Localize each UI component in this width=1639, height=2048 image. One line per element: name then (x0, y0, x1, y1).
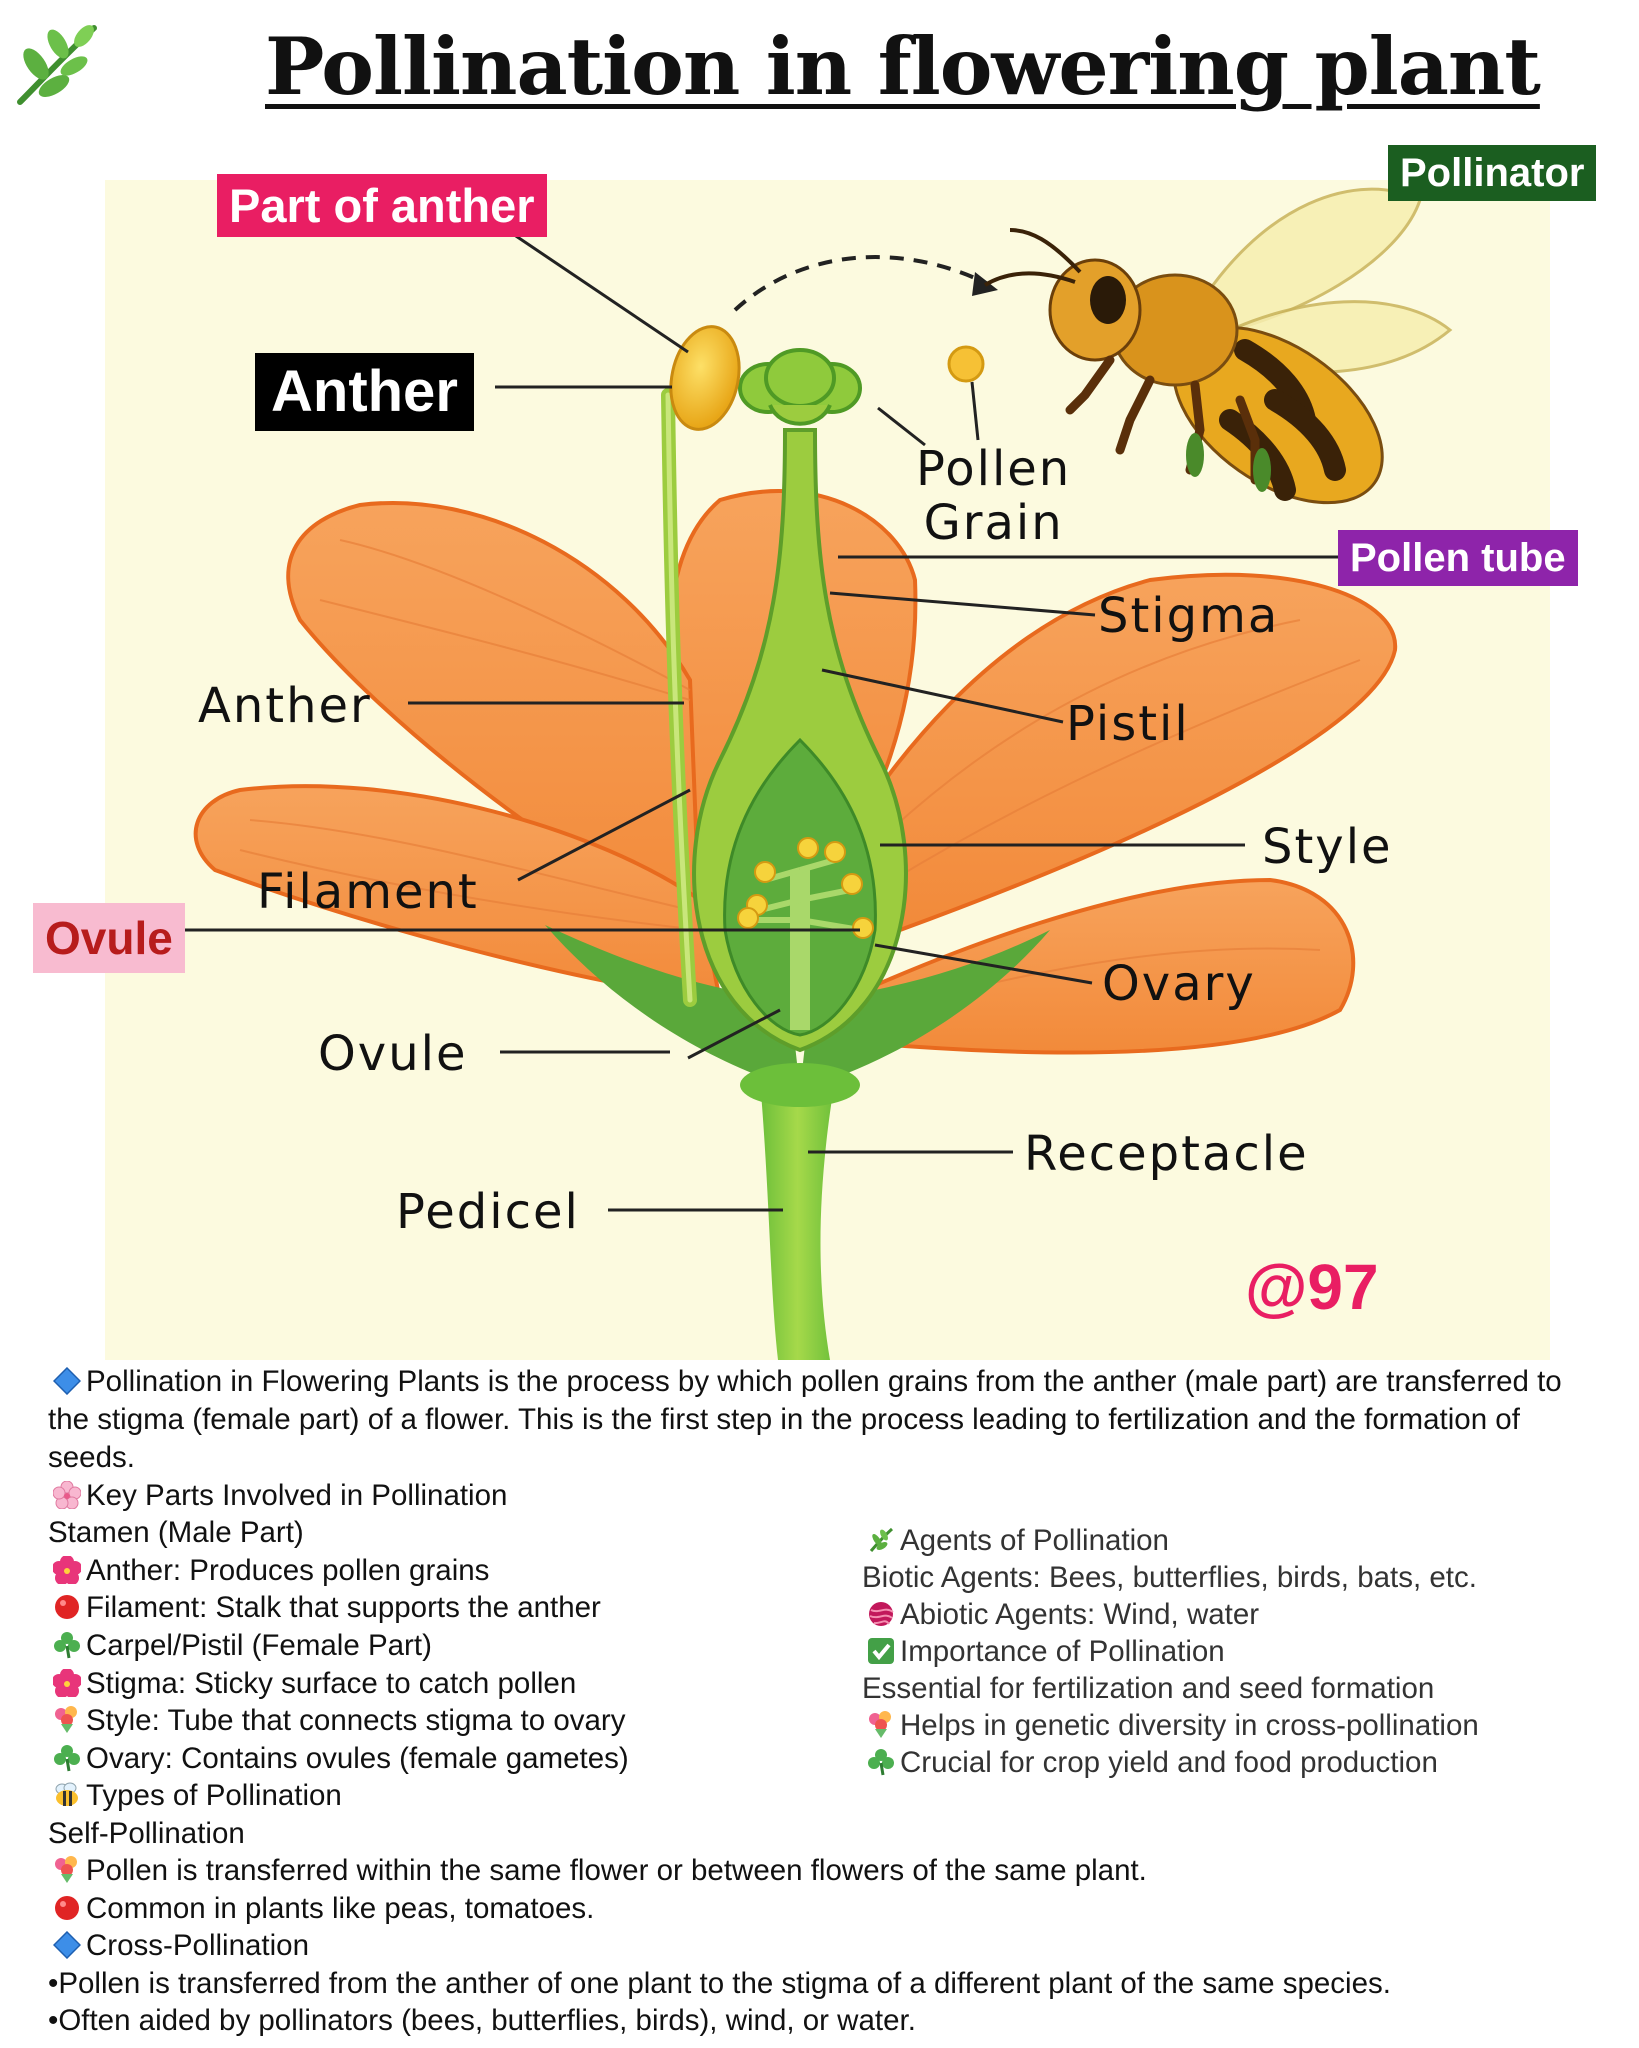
receptacle-shape (740, 1063, 860, 1107)
page-title: Pollination in flowering plant (265, 20, 1541, 113)
yarn-ball-icon (862, 1597, 900, 1632)
shamrock-icon (48, 1628, 86, 1663)
anther-head (669, 325, 741, 431)
bouquet-icon (862, 1708, 900, 1743)
pollen-grain (947, 345, 985, 383)
ovary-label: Ovary (1102, 956, 1256, 1012)
filament-label: Filament (257, 864, 479, 920)
stigma-line: Stigma: Sticky surface to catch pollen (48, 1666, 576, 1701)
self-pollination-line-2: Common in plants like peas, tomatoes. (48, 1891, 594, 1926)
bouquet-icon (48, 1853, 86, 1888)
red-circle-icon (48, 1891, 86, 1926)
pollinator-tag: Pollinator (1388, 145, 1597, 201)
petal-upper-left (286, 500, 703, 934)
cross-pollination-heading: Cross-Pollination (48, 1928, 309, 1963)
red-circle-icon (48, 1590, 86, 1625)
sepal-left (545, 925, 800, 1090)
anther-line: Anther: Produces pollen grains (48, 1553, 489, 1588)
types-heading: Types of Pollination (48, 1778, 342, 1813)
bouquet-icon (48, 1703, 86, 1738)
bee-icon (48, 1778, 86, 1813)
herb-logo-icon (17, 25, 97, 105)
ovule-stalk (790, 870, 810, 1030)
pollen-tube-tag: Pollen tube (1338, 530, 1578, 586)
flower-diagram (105, 180, 1550, 1360)
importance-line-1: Essential for fertilization and seed for… (862, 1672, 1435, 1705)
carpel-heading: Carpel/Pistil (Female Part) (48, 1628, 432, 1663)
ovules (737, 837, 874, 939)
stigma-head (738, 348, 862, 426)
intro-paragraph: Pollination in Flowering Plants is the p… (48, 1363, 1562, 1474)
filament-line: Filament: Stalk that supports the anther (48, 1590, 601, 1625)
biotic-agents-line: Biotic Agents: Bees, butterflies, birds,… (862, 1561, 1477, 1594)
agents-heading: Agents of Pollination (862, 1523, 1169, 1558)
watermark: @97 (1245, 1251, 1379, 1323)
importance-heading: Importance of Pollination (862, 1634, 1225, 1669)
bee-pollinator (983, 187, 1453, 505)
style-label: Style (1262, 819, 1393, 875)
sepal-right (800, 930, 1050, 1090)
cross-pollination-line-2: •Often aided by pollinators (bees, butte… (48, 2004, 916, 2037)
petal-upper-right (796, 572, 1398, 933)
shamrock-icon (48, 1741, 86, 1776)
pistil-label: Pistil (1066, 696, 1190, 752)
blue-diamond-icon (48, 1363, 86, 1401)
hibiscus-icon (48, 1666, 86, 1701)
importance-line-2: Helps in genetic diversity in cross-poll… (862, 1708, 1479, 1743)
self-pollination-heading: Self-Pollination (48, 1817, 245, 1850)
abiotic-agents-line: Abiotic Agents: Wind, water (862, 1597, 1259, 1632)
receptacle-label: Receptacle (1024, 1126, 1309, 1182)
pollen-transfer-arrow (733, 255, 991, 312)
ovule-tag: Ovule (33, 903, 185, 973)
style-line: Style: Tube that connects stigma to ovar… (48, 1703, 625, 1738)
ovary-line: Ovary: Contains ovules (female gametes) (48, 1741, 629, 1776)
pollen-grain-label: Pollen Grain (916, 441, 1072, 551)
blue-diamond-icon (48, 1928, 86, 1963)
herb-icon (862, 1523, 900, 1558)
part-of-anther-tag: Part of anther (217, 174, 547, 237)
pedicel-label: Pedicel (396, 1184, 580, 1240)
stigma-label: Stigma (1098, 588, 1280, 644)
self-pollination-line-1: Pollen is transferred within the same fl… (48, 1853, 1147, 1888)
anther-tag: Anther (255, 353, 474, 431)
anther-label: Anther (198, 678, 372, 734)
check-mark-icon (862, 1634, 900, 1669)
leader-lines (185, 230, 1338, 1212)
hibiscus-icon (48, 1553, 86, 1588)
stamen-heading: Stamen (Male Part) (48, 1516, 304, 1549)
ovule-label: Ovule (318, 1026, 468, 1082)
key-parts-heading: Key Parts Involved in Pollination (48, 1478, 507, 1513)
cross-pollination-line-1: •Pollen is transferred from the anther o… (48, 1967, 1391, 2000)
shamrock-icon (862, 1745, 900, 1780)
importance-line-3: Crucial for crop yield and food producti… (862, 1745, 1438, 1780)
pedicel-stem (760, 1080, 835, 1360)
cherry-blossom-icon (48, 1478, 86, 1513)
